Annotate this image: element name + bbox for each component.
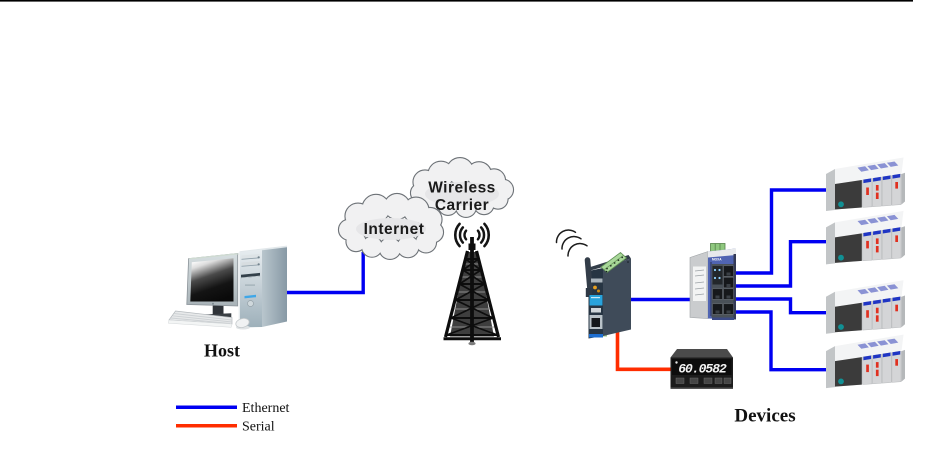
- svg-text:60.0582: 60.0582: [678, 362, 727, 377]
- svg-text:Host: Host: [204, 341, 240, 361]
- svg-text:MOXA: MOXA: [712, 258, 722, 262]
- svg-text:Wireless: Wireless: [428, 180, 496, 197]
- svg-text:Devices: Devices: [734, 406, 795, 427]
- svg-text:Ethernet: Ethernet: [242, 401, 290, 416]
- svg-text:Carrier: Carrier: [435, 197, 489, 214]
- svg-text:Internet: Internet: [364, 221, 425, 238]
- svg-text:Serial: Serial: [242, 419, 275, 434]
